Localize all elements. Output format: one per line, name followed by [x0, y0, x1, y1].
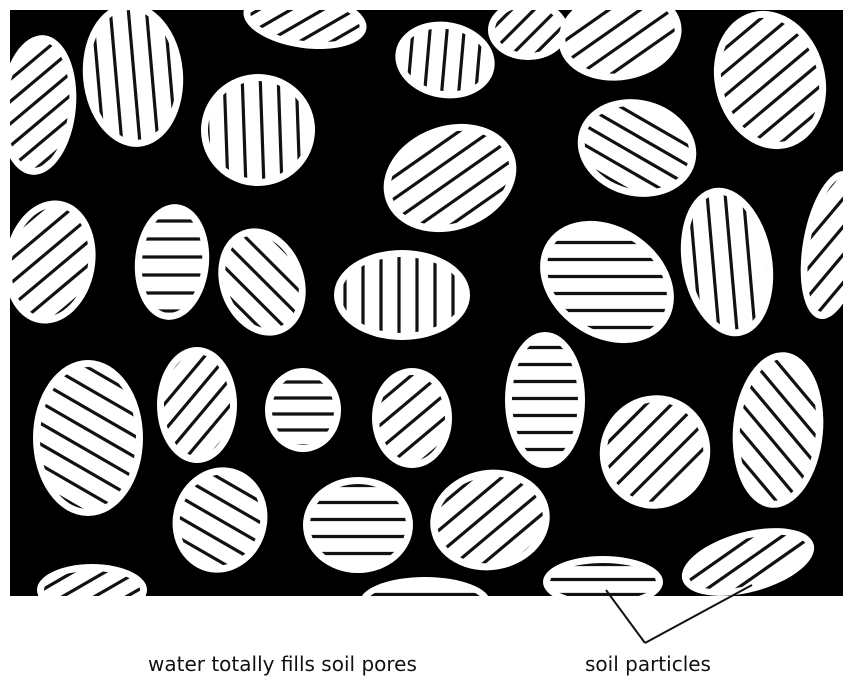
pointer-line-left	[606, 590, 645, 643]
soil-particles-caption: soil particles	[585, 652, 711, 676]
water-caption: water totally fills soil pores	[148, 652, 417, 676]
